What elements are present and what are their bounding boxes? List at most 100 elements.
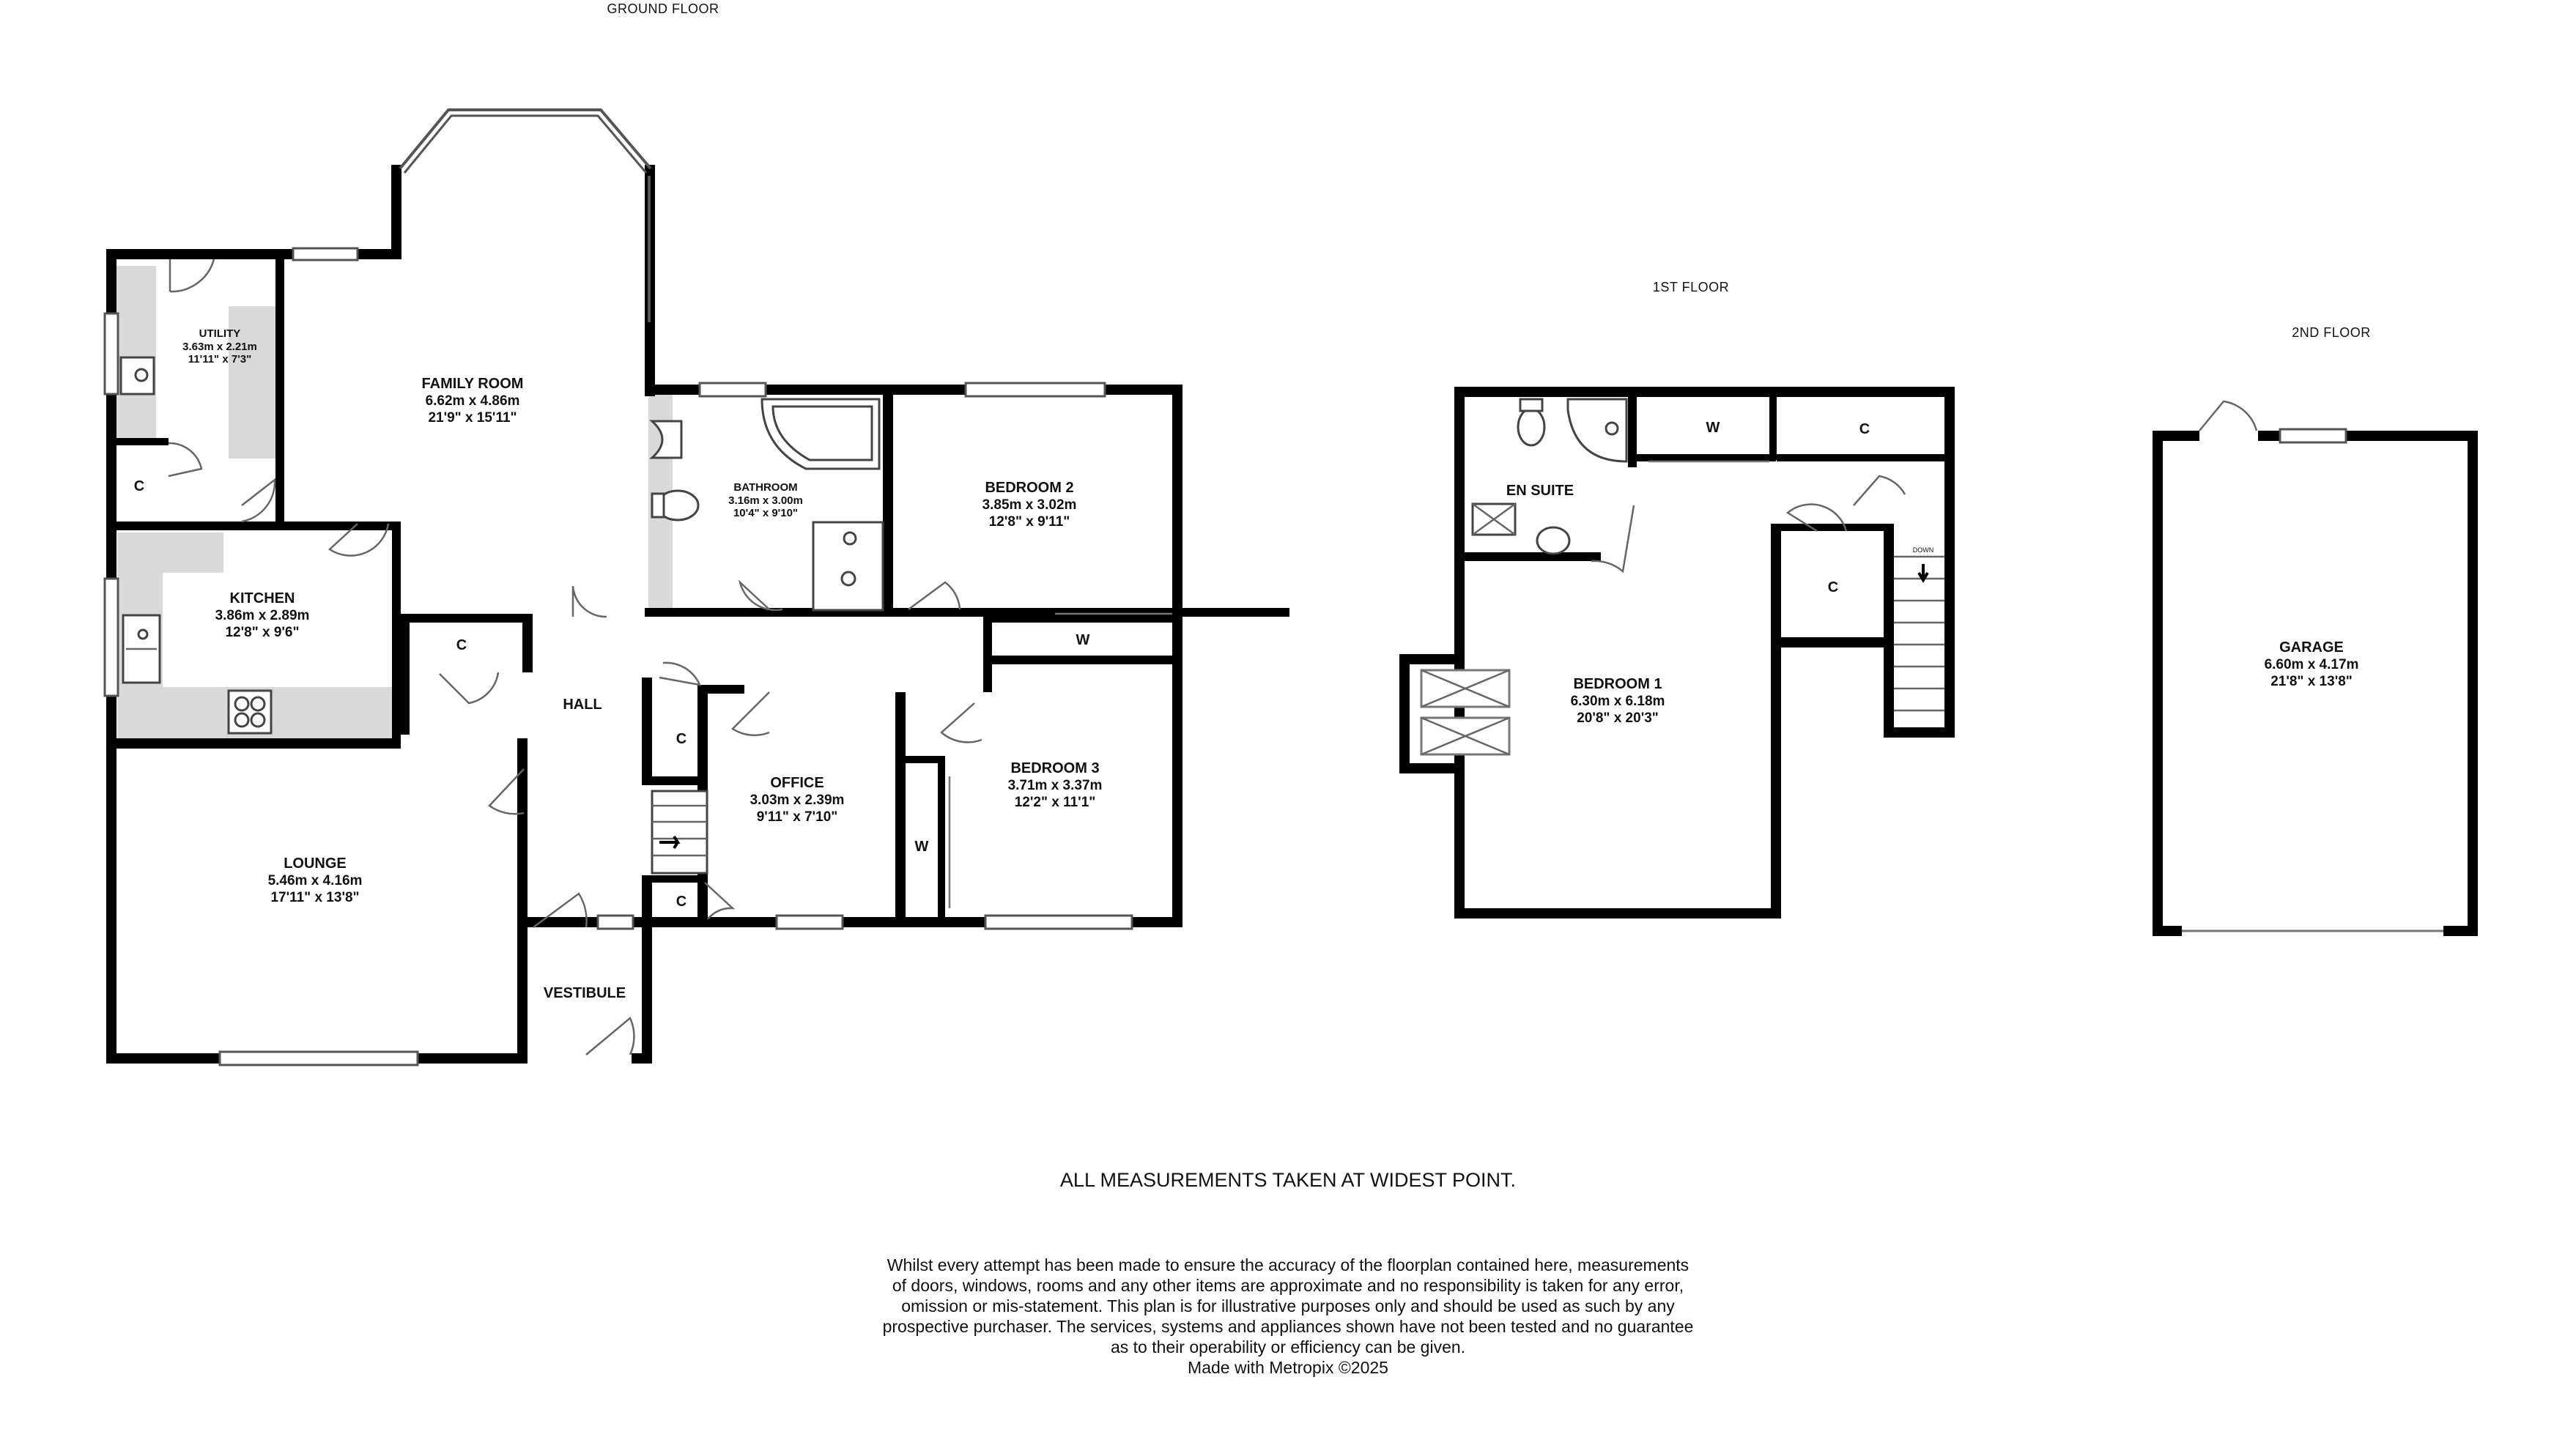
room-metric: 5.46m x 4.16m [268,873,363,888]
utility-sink [119,356,155,396]
utility-worktop [116,266,156,442]
bathroom-door [738,579,783,612]
vestibule-side-glass [596,914,634,930]
room-bathroom-label: BATHROOM 3.16m x 3.00m 10'4" x 9'10" [728,481,803,519]
wardrobe-w-bottom [983,656,1182,664]
kitchen-bottom-wall [106,738,401,749]
first-floor-plan [1399,387,1955,918]
family-bay-window [399,108,652,170]
disclaimer-line: prospective purchaser. The services, sys… [883,1317,1694,1336]
room-metric: 3.16m x 3.00m [728,494,803,507]
utility-right-wall [275,249,284,522]
f1-c-door [1785,503,1848,532]
f1-bed1-right-lower [1771,641,1781,918]
stair-cupboard-label: C [676,731,686,747]
room-name: LOUNGE [284,856,347,872]
garage-bottom-left [2153,926,2182,936]
office-bed3-divider [895,692,906,927]
second-floor-plan [2153,400,2478,936]
ground-floor-plan [103,108,1289,1066]
f1-c-top [1771,524,1894,531]
bed3-w-wall-top [895,756,945,763]
f1-dormer-top [1399,654,1464,664]
family-window [292,247,359,261]
room-imperial: 10'4" x 9'10" [733,507,798,519]
bed2-bottom-wall [983,614,1182,623]
bath-bed2-divider [883,385,893,615]
lounge-top-right [401,614,410,735]
f1-ensuite-right [1628,387,1637,467]
room-imperial: 21'9" x 15'11" [428,410,517,426]
f1-c2-bottom [1777,454,1955,461]
room-name: KITCHEN [230,590,295,606]
bedroom3-door [940,702,982,743]
utility-back-door [169,259,215,293]
lounge-door [488,768,525,815]
f1-cupboard-label: C [1828,579,1838,595]
utility-kitchen-door [241,478,276,523]
room-metric: 6.62m x 4.86m [426,393,520,409]
office-door [731,691,770,737]
f1-stair-left [1884,527,1894,737]
garage-bottom-right [2443,926,2478,936]
bed3-w-wall-right [938,756,945,927]
room-bedroom2-label: BEDROOM 2 3.85m x 3.02m 12'8" x 9'11" [982,480,1077,530]
kitchen-top-wall [106,522,392,530]
room-lounge-label: LOUNGE 5.46m x 4.16m 17'11" x 13'8" [268,856,363,905]
f1-dormer-left [1399,654,1410,773]
room-imperial: 9'11" x 7'10" [757,809,838,825]
garage-right-wall [2468,431,2478,936]
room-imperial: 12'8" x 9'6" [225,625,299,640]
room-name: UTILITY [199,327,241,340]
kitchen-hob [227,689,273,735]
garage-window [2279,428,2347,444]
room-garage-label: GARAGE 6.60m x 4.17m 21'8" x 13'8" [2265,639,2359,689]
corridor-top-wall [645,608,1289,617]
hall-cupboard-label: C [456,637,467,653]
vestibule-bottom-right [632,1053,652,1064]
corridor-right-stub [983,614,992,692]
room-hall-name: HALL [563,697,602,713]
f1-top-wall [1454,387,1955,397]
ensuite-door [1591,505,1635,574]
bedroom3-wardrobe-label: W [915,839,929,855]
utility-window [103,312,119,396]
room-metric: 6.30m x 6.18m [1571,694,1665,709]
f1-stairs [1894,555,1944,712]
bathroom-basin [649,420,683,459]
disclaimer-line: Made with Metropix ©2025 [1188,1358,1388,1377]
f1-wc-bottom [1637,454,1776,461]
f1-cupboard-top-label: C [1859,421,1870,437]
office-top-wall [697,685,744,694]
bathroom-shower [812,521,884,612]
f1-wardrobe-label: W [1706,420,1720,436]
bathroom-wc [651,489,700,522]
room-name: BATHROOM [733,481,797,494]
bathroom-bath [760,398,881,470]
f1-c-bottom [1771,637,1894,647]
kitchen-window [103,577,119,697]
hall-left-lower [517,765,528,927]
hall-cupboard-mid [642,776,708,785]
room-bedroom3-label: BEDROOM 3 3.71m x 3.37m 12'2" x 11'1" [1008,760,1103,810]
room-name: BEDROOM 3 [1010,760,1099,776]
kitchen-family-door [327,523,390,557]
hall-c-right [522,614,533,672]
room-utility-label: UTILITY 3.63m x 2.21m 11'11" x 7'3" [182,327,257,365]
room-imperial: 11'11" x 7'3" [188,353,251,365]
under-stair-cupboard-label: C [676,894,686,910]
second-floor-label: 2ND FLOOR [2292,325,2371,340]
bedroom2-door [908,581,961,611]
hall-cupboard-left [642,678,652,780]
room-metric: 3.86m x 2.89m [215,608,310,623]
room-metric: 3.03m x 2.39m [750,793,845,808]
disclaimer: Whilst every attempt has been made to en… [883,1255,1694,1377]
ground-floor-label: GROUND FLOOR [607,1,719,16]
room-imperial: 12'8" x 9'11" [989,514,1070,530]
family-left-jog-wall [391,165,401,259]
room-name: GARAGE [2279,639,2344,656]
kitchen-worktop-top [117,532,223,573]
f1-dormer-bottom [1399,763,1464,773]
ensuite-wc [1517,398,1546,447]
bedroom3-window [984,914,1133,930]
